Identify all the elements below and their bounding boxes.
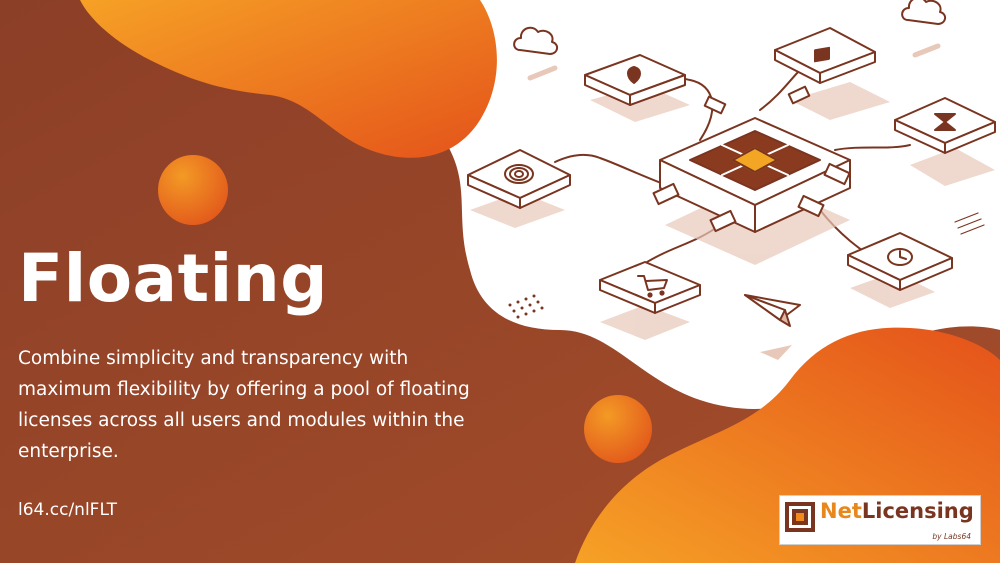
network-illustration	[467, 0, 996, 360]
netlicensing-mark-icon	[785, 502, 815, 532]
orange-dot	[158, 155, 228, 225]
logo-net-text: Net	[820, 499, 862, 523]
device-hourglass	[894, 97, 996, 154]
orange-dot	[584, 395, 652, 463]
netlicensing-logo[interactable]: NetLicensing by Labs64	[780, 496, 980, 544]
device-lock	[774, 27, 876, 84]
logo-byline: by Labs64	[932, 532, 971, 541]
cloud-icon	[513, 26, 558, 55]
logo-wordmark: NetLicensing	[820, 499, 974, 523]
paper-plane-icon	[744, 294, 801, 327]
cloud-icon	[901, 0, 946, 25]
short-link[interactable]: l64.cc/nlFLT	[18, 500, 117, 520]
device-location	[584, 54, 686, 106]
logo-licensing-text: Licensing	[861, 499, 974, 523]
device-clock	[847, 232, 953, 291]
device-cart	[599, 261, 701, 314]
license-server-hub	[659, 117, 851, 233]
description-text: Combine simplicity and transparency with…	[18, 348, 470, 462]
device-fingerprint	[467, 149, 571, 209]
page-title: Floating	[18, 240, 328, 317]
orange-blob-top	[80, 0, 497, 158]
